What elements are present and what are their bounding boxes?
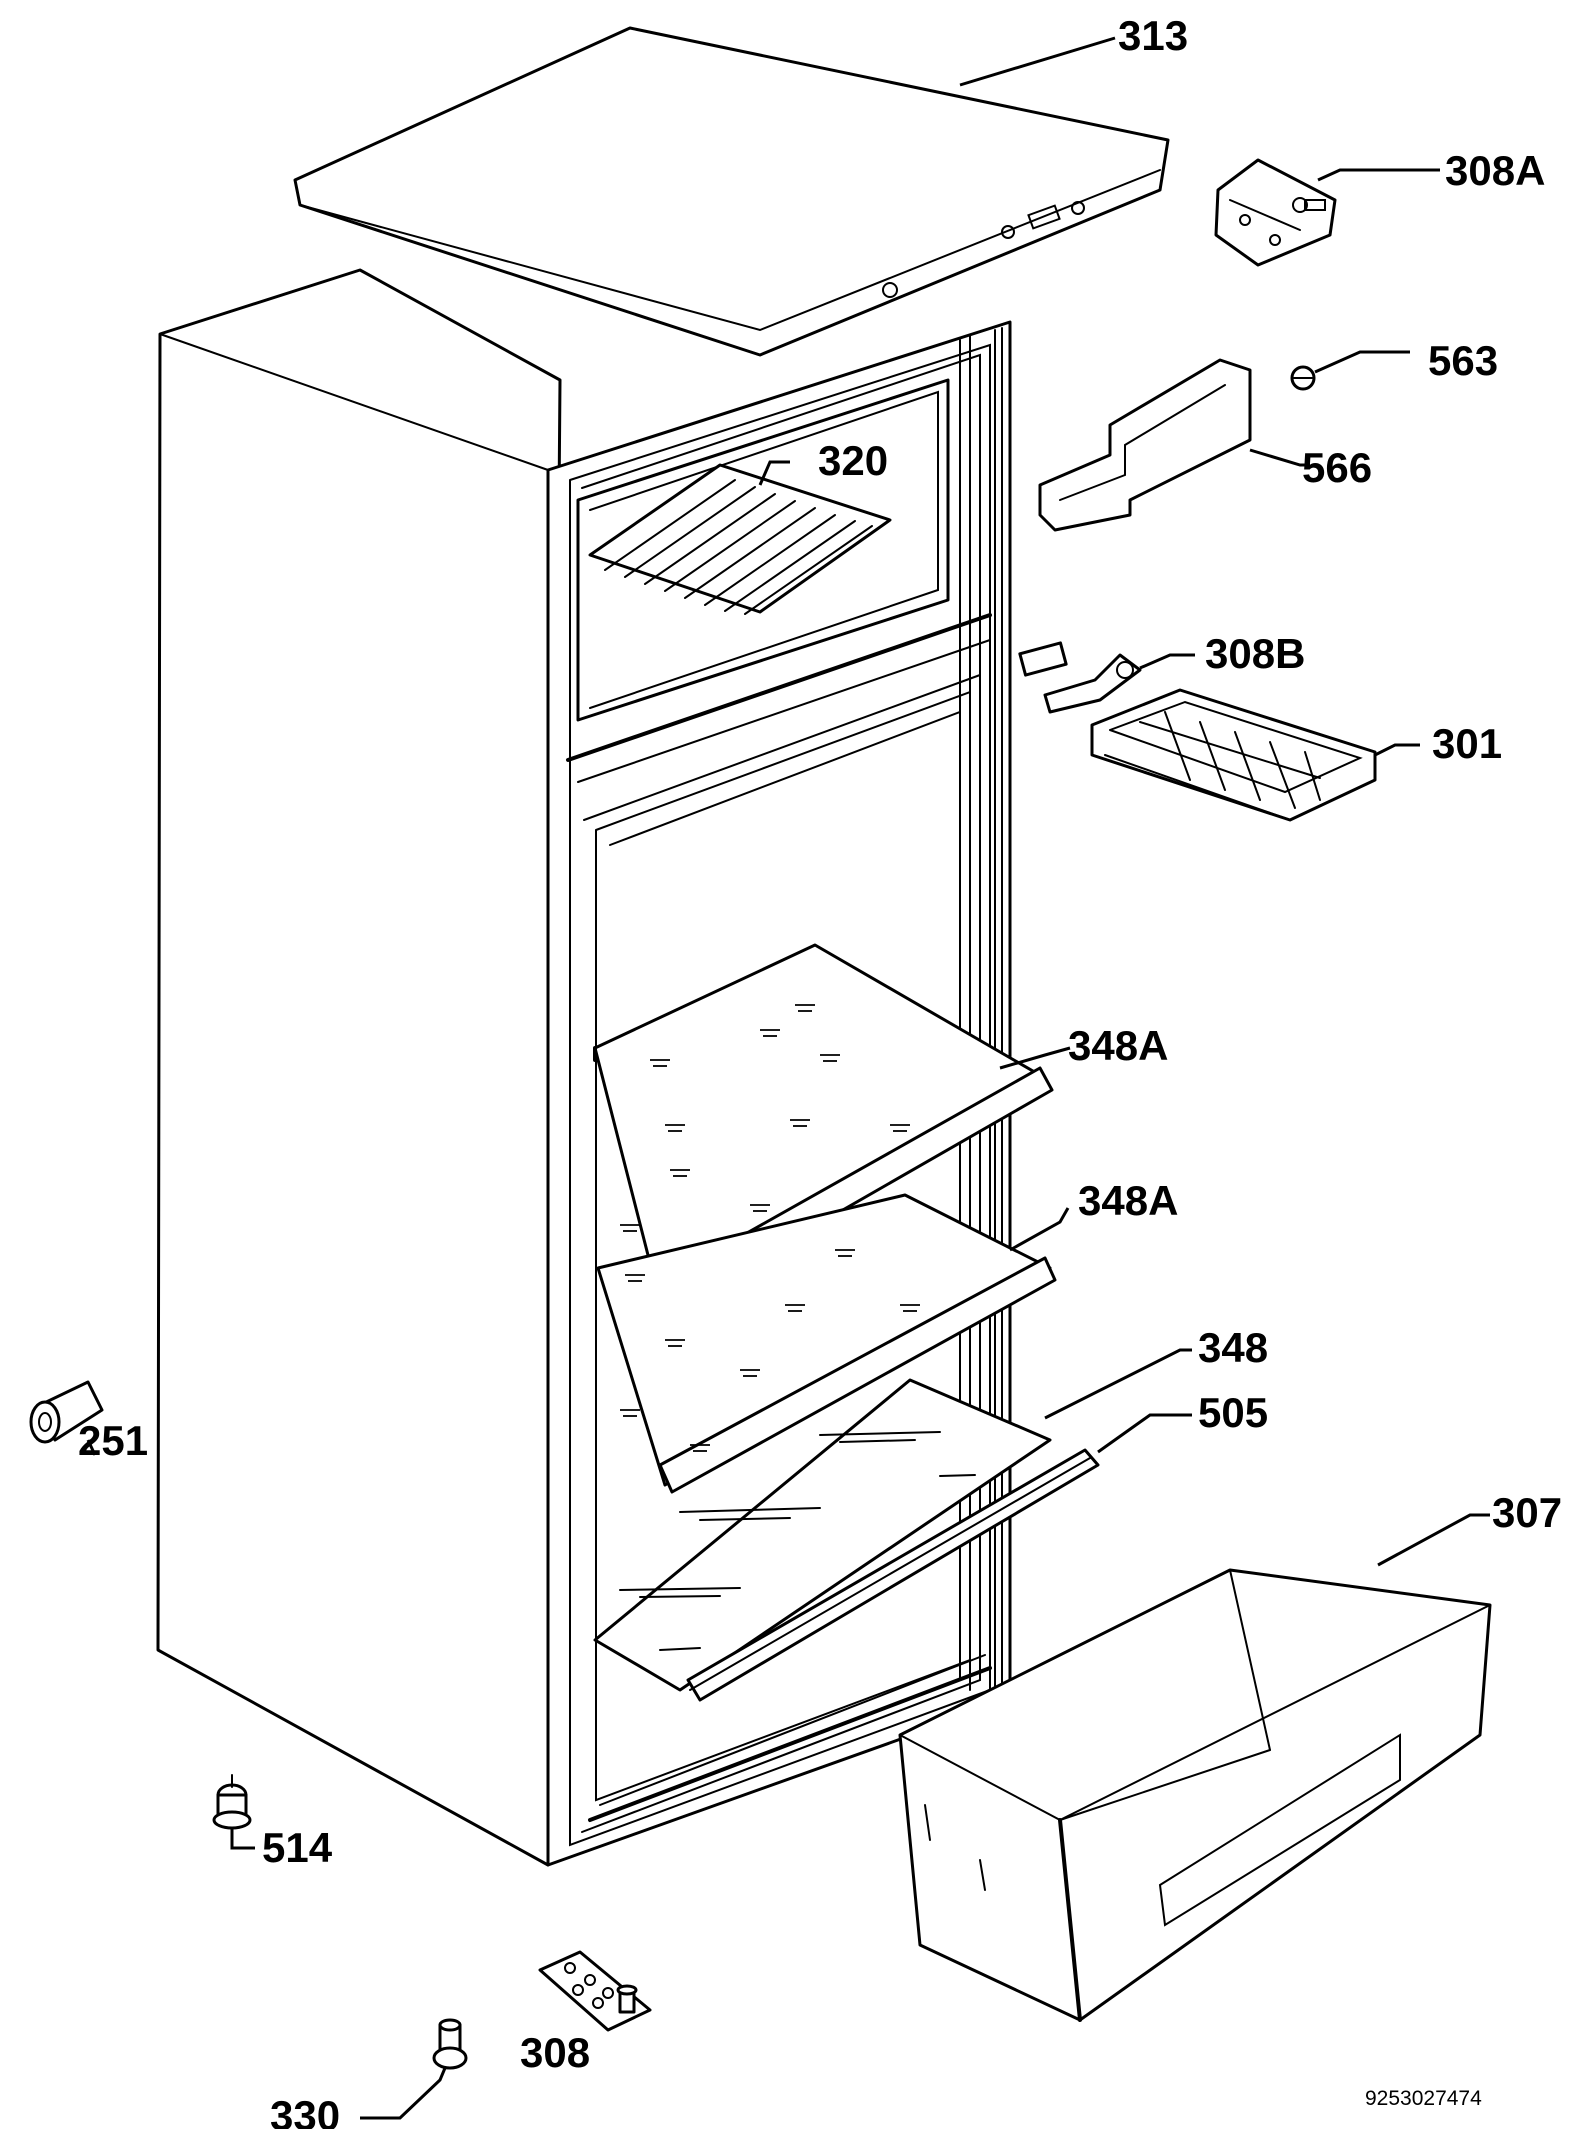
lower-hinge [538,1950,652,2032]
glass-texture-marks [620,1249,920,1452]
callout-308A: 308A [1445,147,1545,194]
callout-348: 348 [1198,1324,1268,1371]
bolt-330 [432,2018,468,2070]
callout-566: 566 [1302,444,1372,491]
callout-348A-upper: 348A [1068,1022,1168,1069]
callout-307: 307 [1492,1489,1562,1536]
crisper-drawer [898,1568,1492,2022]
callout-320: 320 [818,437,888,484]
callout-251: 251 [78,1417,148,1464]
callout-330: 330 [270,2092,340,2129]
freezer-grid-shelf [588,463,892,615]
hinge-cover [1038,358,1252,532]
leader-lines [86,36,1490,2120]
callout-301: 301 [1432,720,1502,767]
ice-tray [1090,688,1377,822]
middle-hinge [1018,641,1142,714]
callout-563: 563 [1428,337,1498,384]
screw-563 [1290,365,1316,391]
upper-hinge [1214,158,1337,267]
crisper-front-strip [686,1448,1100,1702]
crisper-glass-plate [593,1378,1052,1692]
document-number: 9253027474 [1365,2087,1482,2110]
cylinder-part-251 [29,1380,104,1444]
adjustable-foot-514 [212,1774,252,1830]
glass-texture-marks [620,1004,910,1232]
callout-308B: 308B [1205,630,1305,677]
top-cover [293,26,1170,357]
callout-505: 505 [1198,1389,1268,1436]
callout-308: 308 [520,2029,590,2076]
callout-313: 313 [1118,12,1188,59]
callout-514: 514 [262,1824,333,1871]
callout-labels: 313 308A 563 566 320 308B 301 348A 348A … [78,12,1562,2129]
glass-shelf-lower [596,1193,1057,1494]
glass-reflection-marks [619,1431,976,1651]
callout-348A-lower: 348A [1078,1177,1178,1224]
